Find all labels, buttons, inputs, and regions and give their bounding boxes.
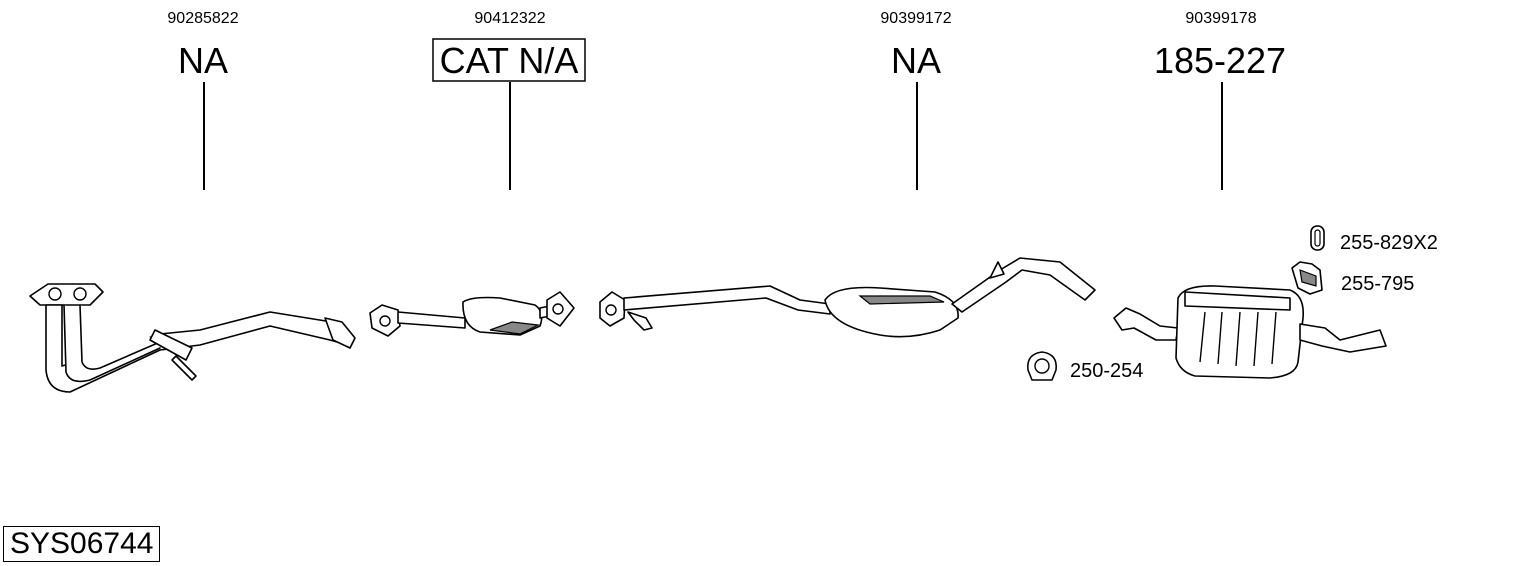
part-code-4: 185-227 [1154,40,1286,81]
oem-number-2: 90412322 [474,10,545,27]
part-code-1: NA [178,40,228,81]
oem-number-1: 90285822 [167,10,238,27]
accessory-code-1: 255-829X2 [1340,232,1438,254]
accessory-code-3: 250-254 [1070,360,1143,382]
part-code-box-2 [432,38,586,82]
front-pipe-drawing [29,283,356,393]
rear-silencer-drawing [1113,285,1387,379]
pipe-clamp-icon [1026,351,1058,381]
part-code-3: NA [891,40,941,81]
mounting-bracket-icon [1291,261,1323,295]
rubber-hanger-icon [1310,225,1325,251]
oem-number-4: 90399178 [1185,10,1256,27]
accessory-code-2: 255-795 [1341,273,1414,295]
part-code-2: CAT N/A [440,40,579,81]
oem-number-3: 90399172 [880,10,951,27]
system-id-label: SYS06744 [3,526,161,562]
catalytic-converter-drawing [369,291,575,337]
centre-silencer-drawing [599,257,1096,338]
